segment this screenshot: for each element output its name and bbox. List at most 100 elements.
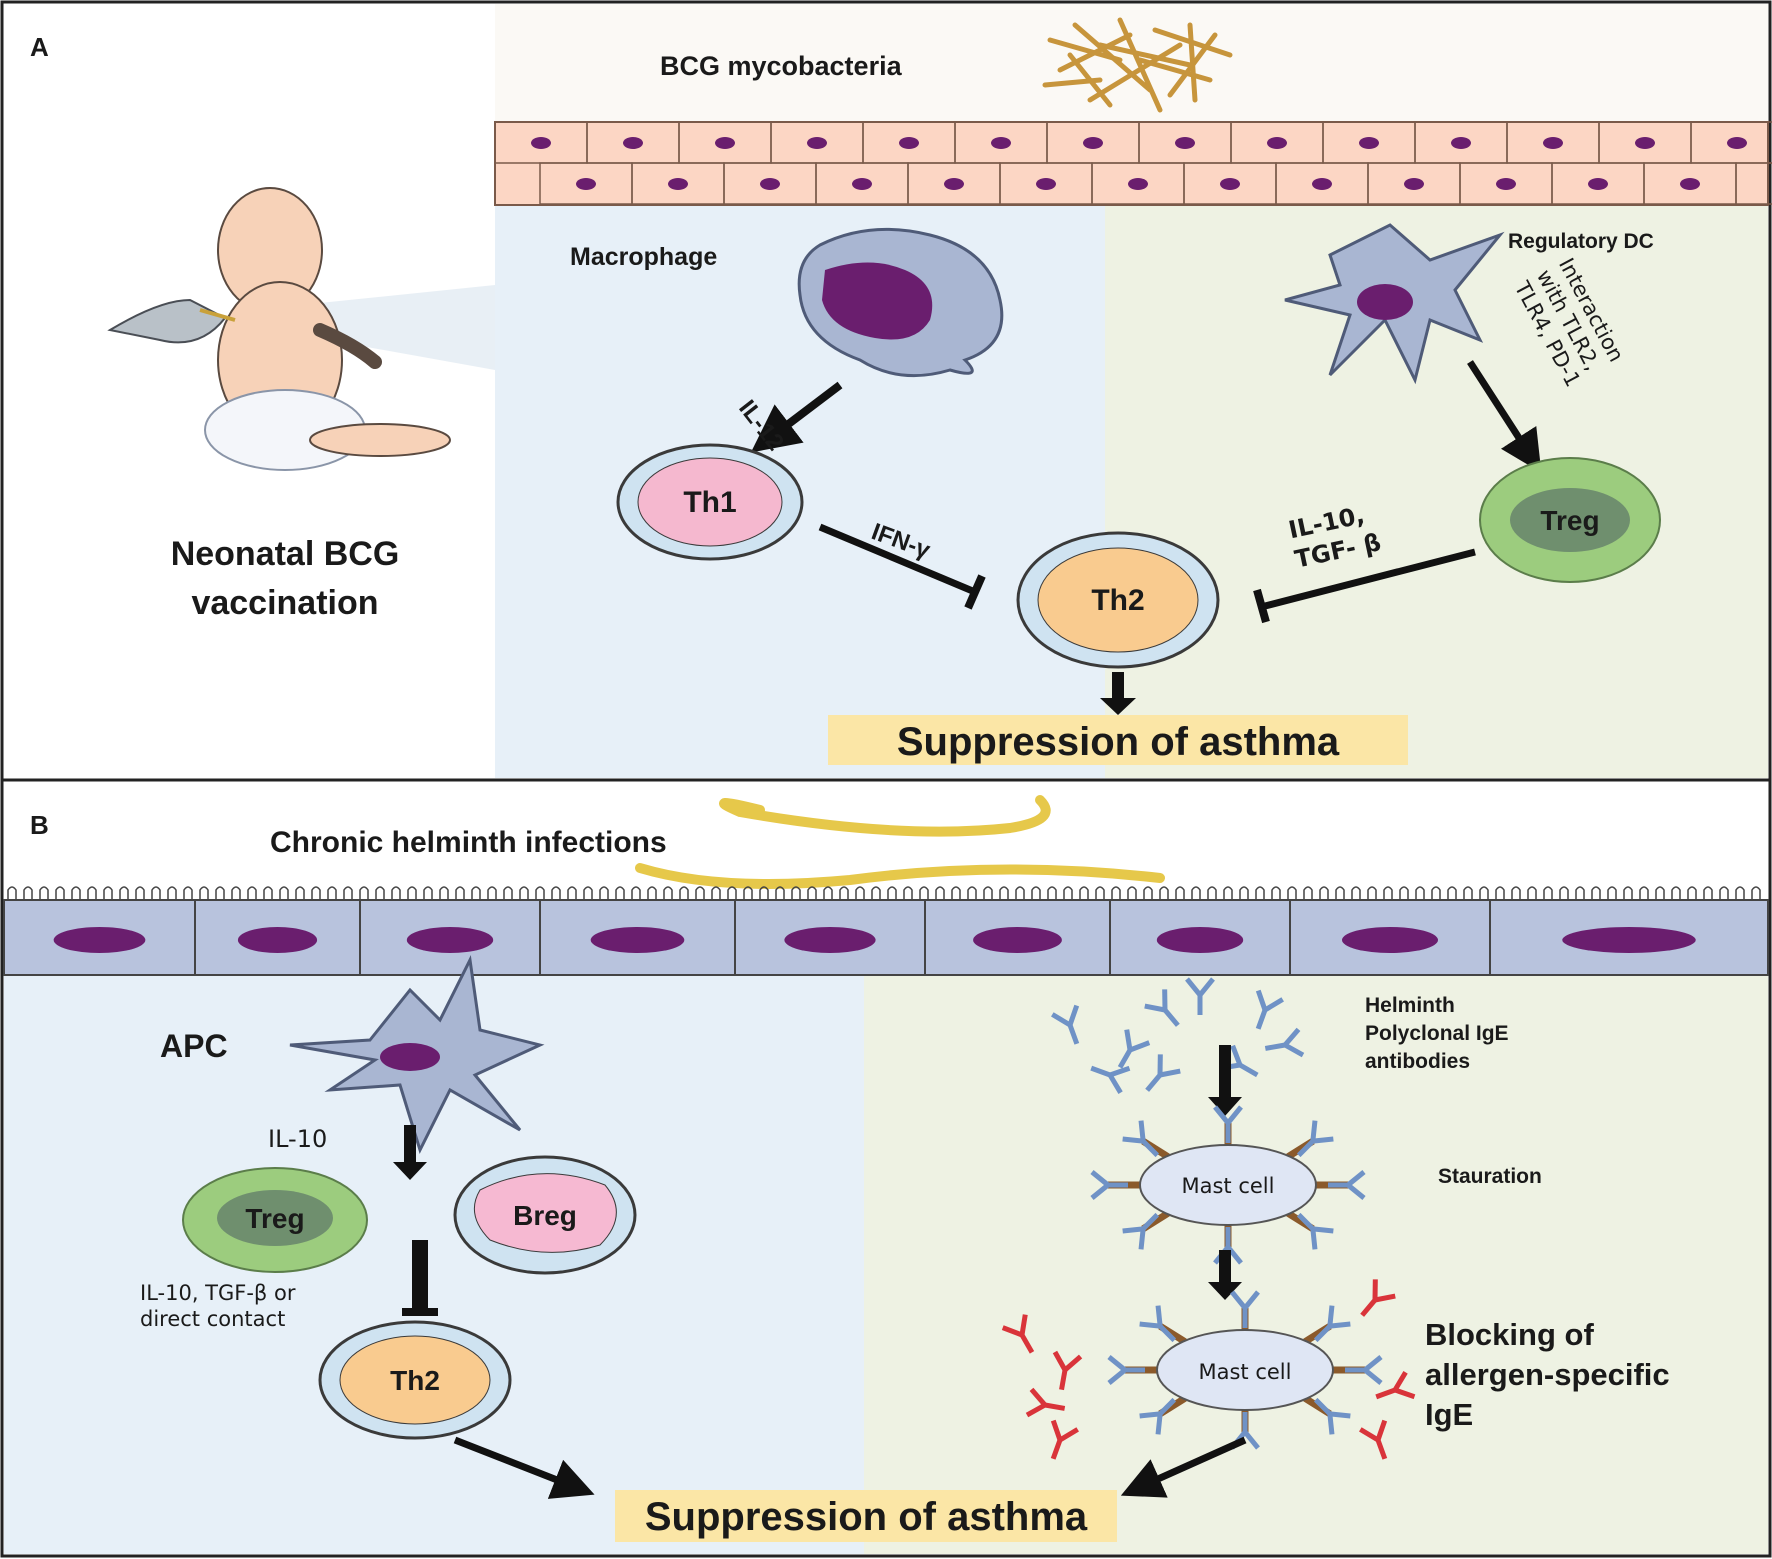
microvillus xyxy=(423,886,433,900)
microvillus xyxy=(87,886,97,900)
epithelium-a-nucleus xyxy=(944,178,964,190)
ige-antibody-red-arm-left xyxy=(1025,1402,1047,1418)
bound-ige-arm-left xyxy=(1312,1226,1334,1234)
microvillus xyxy=(439,886,449,900)
ige-antibody-red-arm-right xyxy=(1394,1387,1416,1400)
microvillus xyxy=(1111,886,1121,900)
bound-ige-stem xyxy=(1141,1212,1160,1231)
panel-a-letter: A xyxy=(30,32,49,62)
th2-cell-panel-b xyxy=(318,1320,512,1440)
regulatory-dc-cell xyxy=(1284,223,1505,385)
regulatory-dc-nucleus xyxy=(1357,284,1413,320)
epithelium-a-nucleus xyxy=(1680,178,1700,190)
macrophage-nucleus xyxy=(822,262,933,340)
microvillus xyxy=(1511,886,1521,900)
microvillus xyxy=(1207,886,1217,900)
microvillus xyxy=(1239,886,1249,900)
microvillus xyxy=(167,886,177,900)
microvillus xyxy=(791,886,801,900)
ige-antibody-blue-arm-left xyxy=(1124,1029,1133,1051)
ige-antibody-blue xyxy=(1264,1027,1305,1058)
microvillus xyxy=(1063,886,1073,900)
ige-antibody-red-stem xyxy=(1059,1369,1068,1391)
bound-ige-arm-right xyxy=(1243,1290,1260,1310)
bound-ige-arm-right xyxy=(1346,1183,1366,1200)
helminth-ige-line2: Polyclonal IgE xyxy=(1365,1022,1509,1045)
bound-ige-arm-right xyxy=(1226,1105,1243,1125)
breg-label: Breg xyxy=(513,1200,577,1231)
vaccination-label-line2: vaccination xyxy=(191,584,378,622)
helminth-label: Chronic helminth infections xyxy=(270,826,667,859)
microvillus xyxy=(1015,886,1025,900)
epithelium-a-nucleus xyxy=(1727,137,1747,149)
ige-antibody-red xyxy=(1052,1350,1083,1391)
bound-ige-arm-left xyxy=(1107,1368,1127,1385)
allergen-specific-ige xyxy=(1001,1279,1416,1460)
ige-antibody-blue-stem xyxy=(1117,1048,1133,1069)
microvillus xyxy=(663,886,673,900)
epithelium-a-nucleus xyxy=(623,137,643,149)
mast2-body xyxy=(1156,1329,1334,1411)
epithelium-a-nucleus xyxy=(1359,137,1379,149)
microvillus xyxy=(711,886,721,900)
bound-ige xyxy=(1139,1397,1177,1435)
bound-ige xyxy=(1139,1305,1177,1343)
bound-ige-stem xyxy=(1158,1397,1177,1416)
microvillus xyxy=(23,886,33,900)
bound-ige-arm-left xyxy=(1329,1411,1351,1419)
epithelium-b-nucleus xyxy=(406,927,494,953)
bcg-mycobacteria-cluster xyxy=(1042,17,1233,113)
microvillus xyxy=(759,886,769,900)
epithelium-a-nucleus xyxy=(668,178,688,190)
microvillus xyxy=(407,886,417,900)
vaccination-label-line1: Neonatal BCG xyxy=(171,535,400,573)
bound-ige-arm-right xyxy=(1363,1368,1383,1385)
baby-vaccination-illustration xyxy=(107,187,495,471)
microvillus xyxy=(119,886,129,900)
bcg-mycobacteria-label: BCG mycobacteria xyxy=(660,51,903,81)
microvillus xyxy=(615,886,625,900)
microvillus xyxy=(375,886,385,900)
microvillus xyxy=(71,886,81,900)
epithelium-b-nucleus xyxy=(1562,927,1696,953)
mast-to-suppression-arrow xyxy=(1120,1436,1247,1498)
epithelium-a-nucleus xyxy=(852,178,872,190)
microvillus xyxy=(1431,886,1441,900)
apc-label: APC xyxy=(160,1028,228,1064)
ige-antibody-blue-stem xyxy=(1163,1008,1180,1027)
ige-antibody-blue-arm-left xyxy=(1157,1054,1163,1076)
bound-ige-arm-left xyxy=(1346,1170,1366,1187)
ige-antibody-blue-arm-right xyxy=(1067,1004,1080,1026)
mast-cell-1 xyxy=(1090,1105,1366,1265)
helminth-ige-line1: Helminth xyxy=(1365,994,1455,1017)
il10-tgf-inhibition-line xyxy=(1264,548,1476,610)
microvillus xyxy=(231,886,241,900)
panel-a-lumen xyxy=(495,4,1768,122)
bound-ige xyxy=(1313,1397,1351,1435)
microvillus xyxy=(1719,886,1729,900)
microvillus xyxy=(519,886,529,900)
suppression-banner-a xyxy=(828,715,1408,765)
helminth-worm-body xyxy=(635,863,1165,889)
epithelium-a-nucleus xyxy=(991,137,1011,149)
microvillus xyxy=(1575,886,1585,900)
helminth-ige-antibodies xyxy=(1051,977,1305,1094)
microvillus xyxy=(1735,886,1745,900)
epithelium-b-nucleus xyxy=(973,927,1062,953)
microvillus xyxy=(1383,886,1393,900)
th1-label: Th1 xyxy=(683,486,736,519)
ige-antibody-blue-arm-right xyxy=(1283,1042,1305,1058)
panel-b: B Chronic helminth infections APC IL-10 … xyxy=(0,778,1772,1558)
microvillus xyxy=(7,886,17,900)
microvillus xyxy=(1143,886,1153,900)
epithelium-a-nucleus xyxy=(531,137,551,149)
microvillus xyxy=(215,886,225,900)
ige-antibody-blue-stem xyxy=(1145,1073,1162,1092)
regulatory-dc-label: Regulatory DC xyxy=(1508,230,1654,253)
microvillus xyxy=(1127,886,1137,900)
microvillus xyxy=(695,886,705,900)
microvillus xyxy=(1271,886,1281,900)
ige-antibody-red xyxy=(1360,1279,1396,1317)
microvillus xyxy=(807,886,817,900)
ige-antibody-blue-arm-right xyxy=(1263,997,1284,1013)
